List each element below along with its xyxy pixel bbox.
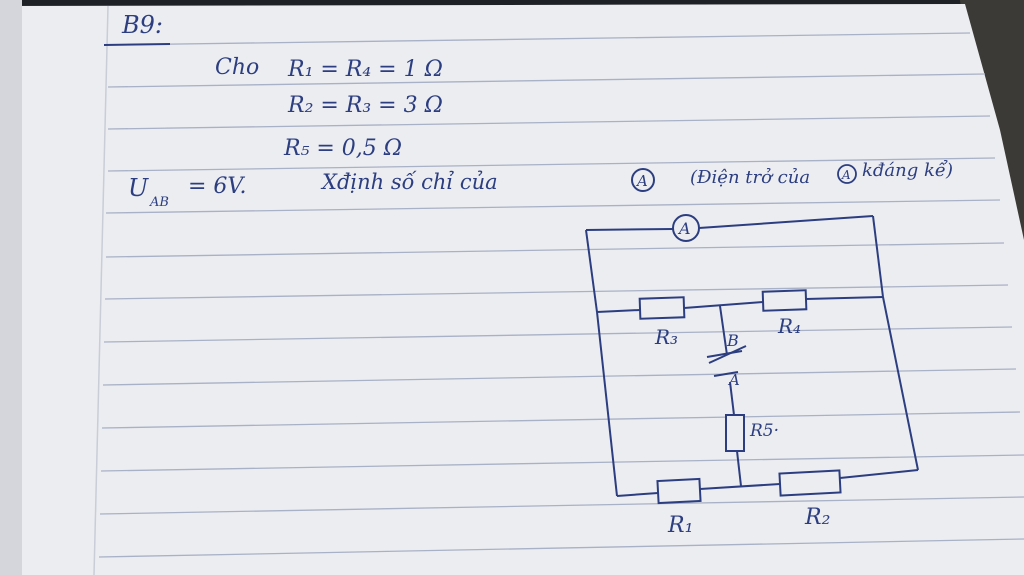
label-r1: R₁: [667, 513, 693, 538]
battery-icon: [706, 345, 747, 377]
label-r2: R₂: [804, 505, 830, 530]
label-node-a: A: [727, 371, 740, 389]
label-r4: R₄: [777, 314, 801, 338]
circuit-diagram: [585, 215, 919, 497]
ammeter-symbol-circle: [631, 168, 655, 192]
resistor-r4: [761, 289, 808, 312]
ammeter-symbol-circle-2: [837, 164, 857, 184]
resistor-r1: [656, 477, 702, 505]
ammeter-symbol-2: A: [841, 168, 851, 182]
ammeter-icon: [672, 214, 700, 242]
label-node-b: B: [726, 331, 739, 350]
ruled-lines: [98, 32, 1024, 558]
given-line-3: R₅ = 0,5 Ω: [283, 136, 402, 161]
note-paren-close: kđáng kể): [862, 159, 953, 181]
paper-sheet: [0, 4, 1024, 575]
resistor-r2: [778, 469, 842, 497]
label-r5: R5·: [749, 421, 779, 441]
label-r3: R₃: [654, 325, 678, 349]
problem-label: B9:: [121, 11, 163, 39]
resistor-r3: [638, 296, 686, 320]
voltage-value: = 6V.: [188, 174, 246, 199]
problem-label-underline: [103, 43, 171, 46]
question-text: Xđịnh số chỉ của: [320, 170, 498, 194]
given-line-1: R₁ = R₄ = 1 Ω: [287, 57, 443, 82]
given-intro: Cho: [215, 55, 259, 80]
given-line-2: R₂ = R₃ = 3 Ω: [287, 93, 443, 118]
voltage-subscript: AB: [149, 195, 169, 210]
note-paren-open: (Điện trở của: [690, 167, 810, 188]
margin-line: [93, 5, 109, 575]
voltage-label: U: [128, 174, 149, 202]
ammeter-label: A: [677, 219, 691, 238]
resistor-r5: [725, 414, 745, 452]
ammeter-symbol: A: [635, 172, 648, 190]
